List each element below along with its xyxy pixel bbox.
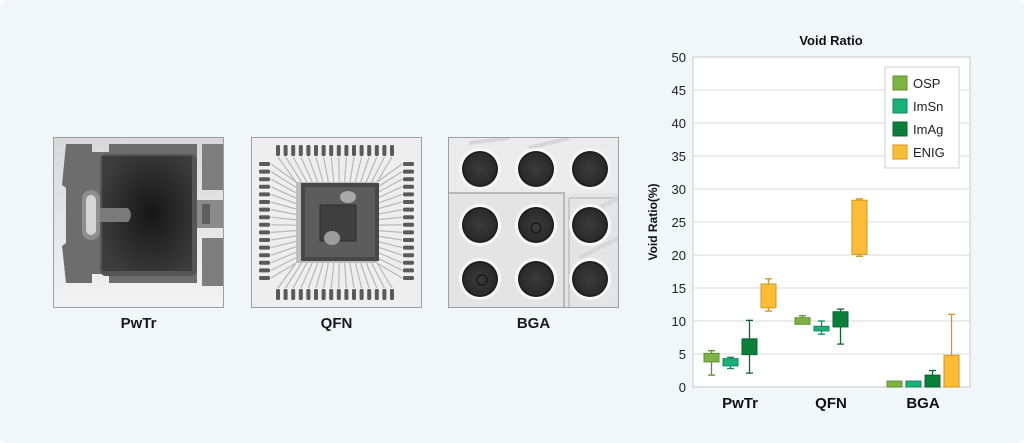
pwtr-xray-image xyxy=(53,137,224,308)
legend-swatch-osp xyxy=(892,75,908,91)
y-tick-label: 30 xyxy=(672,182,686,197)
y-tick-label: 35 xyxy=(672,149,686,164)
y-tick-label: 20 xyxy=(672,248,686,263)
x-axis-categories: PwTr QFN BGA xyxy=(722,395,940,412)
bga-label: BGA xyxy=(516,315,551,332)
box-enig-qfn xyxy=(851,198,868,257)
box-enig-pwtr xyxy=(760,278,777,312)
legend-label-osp: OSP xyxy=(913,76,940,91)
qfn-xray-image xyxy=(251,137,422,308)
y-tick-label: 40 xyxy=(672,116,686,131)
y-tick-label: 0 xyxy=(679,380,686,395)
sample-bga: BGA xyxy=(448,137,619,332)
box-imsn-pwtr xyxy=(722,356,739,370)
y-tick-label: 15 xyxy=(672,281,686,296)
pwtr-label: PwTr xyxy=(120,315,157,332)
y-tick-label: 25 xyxy=(672,215,686,230)
y-axis-ticks: 0 5 10 15 20 25 30 35 40 45 50 xyxy=(672,50,686,395)
box-enig-bga xyxy=(943,313,960,388)
box-series xyxy=(703,198,960,388)
sample-qfn: QFN xyxy=(251,137,422,332)
x-category-label: QFN xyxy=(815,395,847,412)
sample-pwtr: PwTr xyxy=(53,137,224,332)
y-tick-label: 10 xyxy=(672,314,686,329)
bga-xray-image xyxy=(448,137,619,308)
box-imsn-qfn xyxy=(813,320,830,335)
box-osp-bga xyxy=(886,380,903,388)
box-osp-qfn xyxy=(794,315,811,325)
box-imag-qfn xyxy=(832,308,849,345)
x-category-label: BGA xyxy=(906,395,940,412)
void-ratio-chart: Void Ratio 0 5 10 15 20 25 30 35 40 45 50 Void Rat… xyxy=(646,33,971,412)
box-osp-pwtr xyxy=(703,350,720,376)
y-tick-label: 50 xyxy=(672,50,686,65)
box-imag-pwtr xyxy=(741,319,758,374)
legend-swatch-imsn xyxy=(892,98,908,114)
box-imsn-bga xyxy=(905,380,922,388)
legend-label-imsn: ImSn xyxy=(913,99,943,114)
legend-label-enig: ENIG xyxy=(913,145,945,160)
chart-title: Void Ratio xyxy=(799,33,862,48)
x-category-label: PwTr xyxy=(722,395,758,412)
legend-swatch-enig xyxy=(892,144,908,160)
legend-swatch-imag xyxy=(892,121,908,137)
y-tick-label: 5 xyxy=(679,347,686,362)
y-axis-label: Void Ratio(%) xyxy=(646,183,660,260)
y-tick-label: 45 xyxy=(672,83,686,98)
qfn-label: QFN xyxy=(320,315,353,332)
legend-label-imag: ImAg xyxy=(913,122,943,137)
box-imag-bga xyxy=(924,369,941,388)
